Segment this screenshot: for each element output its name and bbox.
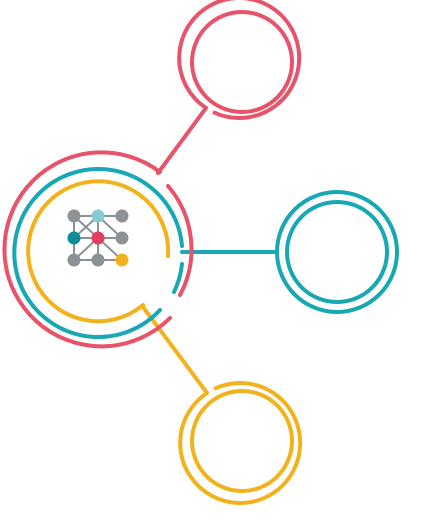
graph-node bbox=[91, 231, 105, 245]
connectors bbox=[141, 106, 279, 395]
hub-ring-yellow bbox=[26, 179, 171, 324]
branch-right-outer-ring bbox=[275, 190, 399, 314]
branch-node-top bbox=[177, 0, 302, 120]
branch-node-bottom bbox=[178, 381, 303, 505]
connector-bottom bbox=[141, 305, 209, 395]
network-graph-nodes bbox=[67, 209, 129, 267]
hub-ring-red bbox=[2, 150, 172, 349]
graph-node bbox=[67, 253, 81, 267]
network-graph-icon bbox=[67, 209, 129, 267]
branch-top-inner-ring bbox=[190, 10, 294, 114]
graph-node bbox=[115, 231, 129, 245]
connector-top bbox=[156, 106, 208, 175]
graph-node bbox=[115, 209, 129, 223]
graph-node bbox=[91, 253, 105, 267]
branch-bottom-outer-ring bbox=[178, 381, 303, 505]
hub-ring-teal bbox=[12, 167, 184, 340]
hub-rings bbox=[2, 150, 194, 349]
graph-node bbox=[115, 253, 129, 267]
hub-ring-teal-segment bbox=[172, 262, 184, 294]
branch-bottom-inner-ring bbox=[190, 389, 294, 493]
graph-node bbox=[67, 231, 81, 245]
branch-top-outer-ring bbox=[177, 0, 302, 120]
hub-ring-red-segment bbox=[166, 184, 194, 297]
graph-node bbox=[67, 209, 81, 223]
branch-node-right bbox=[275, 190, 399, 314]
graph-node bbox=[91, 209, 105, 223]
branch-right-inner-ring bbox=[285, 200, 389, 304]
